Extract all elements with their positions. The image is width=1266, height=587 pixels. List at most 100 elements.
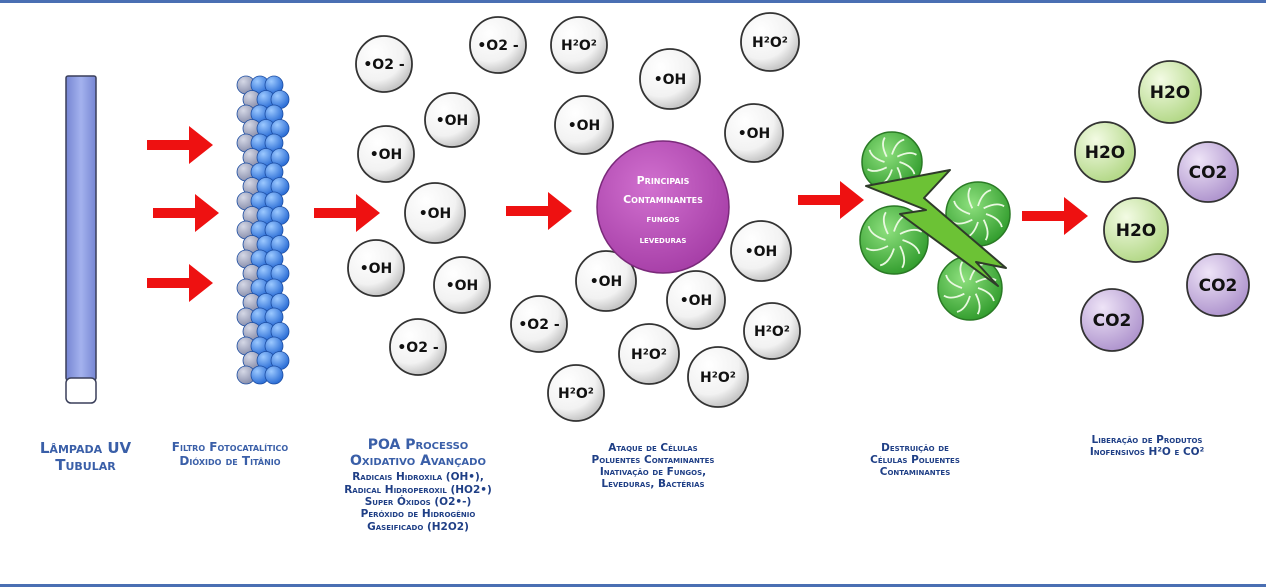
caption-lamp: Lâmpada UV Tubular	[33, 439, 138, 475]
attack-molecule-label: •O2 -	[518, 317, 559, 333]
center-label-line-2: Contaminantes	[623, 193, 703, 206]
product-molecule-label: H2O	[1116, 221, 1157, 241]
red-arrow-icon	[314, 194, 380, 232]
attack-molecule-label: H²O²	[558, 386, 594, 402]
attack-molecule-bubble	[730, 220, 792, 282]
red-arrow-icon	[153, 194, 219, 232]
poa-radical-bubble	[433, 256, 491, 314]
caption-destruction-line-1: Destruição de	[881, 442, 949, 454]
caption-destruction: Destruição de Células Poluentes Contamin…	[830, 442, 1000, 478]
caption-poa-detail-2: Radical Hidroperoxil (HO2•)	[344, 483, 492, 496]
product-molecule-label: H2O	[1085, 143, 1126, 163]
attack-molecule-label: •OH	[745, 244, 778, 260]
red-arrow-icon	[1022, 197, 1088, 235]
product-molecule-bubble	[1186, 253, 1250, 317]
caption-attack-line-3: Inativação de Fungos,	[599, 466, 707, 479]
attack-molecule-bubble	[550, 16, 608, 74]
attack-molecule-bubble	[547, 364, 605, 422]
arrows-group	[147, 126, 1088, 302]
poa-radical-bubble	[355, 35, 413, 93]
attack-molecule-bubble	[743, 302, 801, 360]
product-molecule-bubble	[1080, 288, 1144, 352]
poa-radical-label: •OH	[419, 206, 452, 222]
poa-radical-label: •O2 -	[397, 340, 438, 356]
filter-bead	[264, 365, 284, 385]
product-molecule-bubble	[1177, 141, 1239, 203]
product-molecule-bubble	[1138, 60, 1202, 124]
poa-radical-bubble	[357, 125, 415, 183]
poa-radical-bubble	[347, 239, 405, 297]
attack-molecule-bubble	[687, 346, 749, 408]
attack-molecule-bubble	[510, 295, 568, 353]
caption-poa: POA Processo Oxidativo Avançado Radicais…	[318, 437, 518, 533]
molecules-group: •O2 - •O2 - •OH •OH •OH •OH •OH •O2 - H²O² H²O² •O…	[347, 12, 1250, 422]
poa-radical-bubble	[424, 92, 480, 148]
caption-lamp-line-2: Tubular	[55, 456, 116, 475]
contaminant-center: Principais Contaminantes fungos levedura…	[596, 140, 730, 274]
red-arrow-icon	[506, 192, 572, 230]
attack-molecule-label: •OH	[568, 118, 601, 134]
caption-filter-line-1: Filtro Fotocatalítico	[171, 440, 289, 454]
attack-molecule-label: •OH	[590, 274, 623, 290]
caption-release: Liberação de Produtos Inofensivos H²O e …	[1052, 434, 1242, 458]
caption-attack: Ataque de Células Poluentes Contaminante…	[548, 442, 758, 490]
attack-molecule-bubble	[740, 12, 800, 72]
poa-radical-bubble	[469, 16, 527, 74]
red-arrow-icon	[798, 181, 864, 219]
caption-poa-detail-3: Super Óxidos (O2•-)	[364, 495, 472, 508]
attack-molecule-bubble	[575, 250, 637, 312]
lightning-bolt-icon	[865, 169, 1007, 287]
caption-lamp-line-1: Lâmpada UV	[39, 439, 132, 457]
attack-molecule-label: •OH	[680, 293, 713, 309]
center-label-line-3: fungos	[646, 214, 679, 225]
caption-release-line-1: Liberação de Produtos	[1091, 434, 1203, 446]
poa-radical-label: •OH	[360, 261, 393, 277]
caption-filter-line-2: Dióxido de Titânio	[179, 453, 281, 468]
attack-molecule-label: H²O²	[754, 324, 790, 340]
attack-molecule-bubble	[618, 323, 680, 385]
red-arrow-icon	[147, 264, 213, 302]
attack-molecule-label: H²O²	[631, 347, 667, 363]
uv-lamp-icon	[65, 75, 97, 404]
attack-molecule-bubble	[724, 103, 784, 163]
caption-attack-line-2: Poluentes Contaminantes	[591, 454, 715, 467]
caption-attack-line-4: Leveduras, Bactérias	[601, 478, 705, 491]
product-molecule-label: CO2	[1189, 163, 1228, 183]
poa-radical-label: •O2 -	[363, 57, 404, 73]
caption-poa-title-2: Oxidativo Avançado	[350, 453, 486, 470]
caption-destruction-line-2: Células Poluentes	[870, 454, 960, 467]
caption-poa-detail-5: Gaseificado (H2O2)	[367, 520, 469, 533]
attack-molecule-label: H²O²	[561, 38, 597, 54]
poa-radical-label: •OH	[436, 113, 469, 129]
green-cell-icon	[861, 131, 923, 193]
caption-filter: Filtro Fotocatalítico Dióxido de Titânio	[145, 440, 315, 469]
attack-molecule-label: •OH	[738, 126, 771, 142]
attack-molecule-bubble	[639, 48, 701, 110]
center-label-line-4: leveduras	[640, 235, 687, 246]
poa-radical-label: •OH	[370, 147, 403, 163]
caption-poa-detail-4: Peróxido de Hidrogênio	[360, 508, 476, 521]
poa-radical-label: •O2 -	[477, 38, 518, 54]
product-molecule-label: CO2	[1199, 276, 1238, 296]
product-molecule-bubble	[1074, 121, 1136, 183]
caption-attack-line-1: Ataque de Células	[608, 442, 698, 454]
caption-release-line-2: Inofensivos H²O e CO²	[1089, 446, 1205, 459]
poa-radical-bubble	[389, 318, 447, 376]
attack-molecule-label: H²O²	[752, 35, 788, 51]
attack-molecule-label: H²O²	[700, 370, 736, 386]
caption-poa-detail-1: Radicais Hidroxila (OH•),	[352, 471, 484, 484]
attack-molecule-bubble	[554, 95, 614, 155]
product-molecule-label: H2O	[1150, 83, 1191, 103]
attack-molecule-label: •OH	[654, 72, 687, 88]
caption-poa-title-1: POA Processo	[367, 437, 469, 453]
product-molecule-bubble	[1103, 197, 1169, 263]
frame-bottom-border	[0, 584, 1266, 587]
titanium-dioxide-filter-icon	[236, 75, 290, 385]
caption-destruction-line-3: Contaminantes	[879, 466, 951, 479]
poa-radical-bubble	[404, 182, 466, 244]
poa-radical-label: •OH	[446, 278, 479, 294]
red-arrow-icon	[147, 126, 213, 164]
center-label-line-1: Principais	[637, 174, 690, 187]
attack-molecule-bubble	[666, 270, 726, 330]
